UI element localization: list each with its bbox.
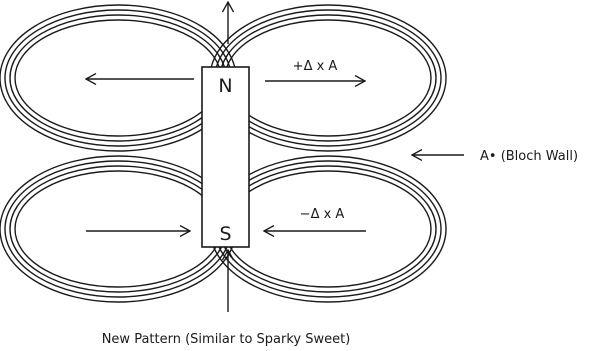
bloch-wall-label: A• (Bloch Wall) bbox=[480, 149, 578, 164]
south-pole-label: S bbox=[219, 223, 231, 245]
field-lobe-lower-left bbox=[0, 155, 237, 303]
field-lobe-upper-left bbox=[0, 4, 237, 152]
north-pole-label: N bbox=[218, 75, 232, 97]
diagram-caption: New Pattern (Similar to Sparky Sweet) bbox=[102, 332, 351, 347]
upper-right-lobe-label: +Δ x A bbox=[293, 59, 338, 74]
lower-right-lobe-label: −Δ x A bbox=[300, 207, 345, 222]
bar-magnet bbox=[201, 66, 250, 248]
